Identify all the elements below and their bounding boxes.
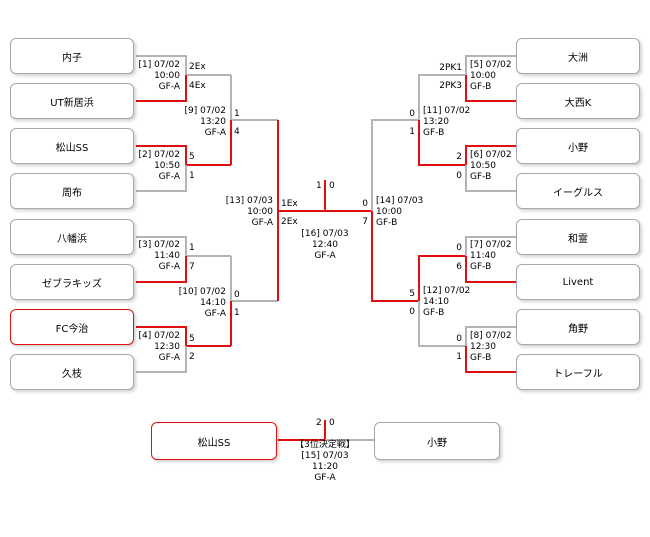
score: 7 [362, 217, 368, 227]
score: 0 [456, 171, 462, 181]
score: 2Ex [189, 62, 206, 72]
team-box: 大洲 [516, 38, 640, 74]
score: 2 [456, 152, 462, 162]
third-place-title: 【3位決定戦】 [295, 440, 355, 450]
team-box: 八幡浜 [10, 219, 134, 255]
team-box: Livent [516, 264, 640, 300]
score: 2 [316, 418, 322, 428]
score: 0 [362, 199, 368, 209]
team-box: 内子 [10, 38, 134, 74]
team-box: 周布 [10, 173, 134, 209]
score: 0 [456, 334, 462, 344]
score: 1 [456, 352, 462, 362]
third-place-team: 小野 [374, 422, 500, 460]
team-box: FC今治 [10, 309, 134, 345]
team-box: 大西K [516, 83, 640, 119]
score: 4 [234, 127, 240, 137]
score: 1 [409, 127, 415, 137]
third-place-info: 【3位決定戦】 [15] 07/03 11:20 GF-A [280, 440, 370, 484]
score: 0 [329, 181, 335, 191]
score: 1 [316, 181, 322, 191]
team-box: イーグルス [516, 173, 640, 209]
score: 7 [189, 262, 195, 272]
team-box: トレーフル [516, 354, 640, 390]
score: 5 [189, 334, 195, 344]
score: 6 [456, 262, 462, 272]
score: 1 [234, 308, 240, 318]
score: 2Ex [281, 217, 298, 227]
score: 4Ex [189, 81, 206, 91]
score: 5 [189, 152, 195, 162]
third-place-team: 松山SS [151, 422, 277, 460]
team-box: ゼブラキッズ [10, 264, 134, 300]
score: 2 [189, 352, 195, 362]
score: 2PK1 [439, 63, 462, 73]
score: 2PK3 [439, 81, 462, 91]
score: 5 [409, 289, 415, 299]
score: 1 [189, 243, 195, 253]
score: 0 [329, 418, 335, 428]
score: 0 [409, 307, 415, 317]
score: 1 [234, 109, 240, 119]
team-box: 角野 [516, 309, 640, 345]
score: 0 [456, 243, 462, 253]
score: 0 [234, 290, 240, 300]
team-box: 久枝 [10, 354, 134, 390]
team-box: UT新居浜 [10, 83, 134, 119]
team-box: 小野 [516, 128, 640, 164]
team-box: 和霊 [516, 219, 640, 255]
score: 1 [189, 171, 195, 181]
score: 1Ex [281, 199, 298, 209]
team-box: 松山SS [10, 128, 134, 164]
score: 0 [409, 109, 415, 119]
